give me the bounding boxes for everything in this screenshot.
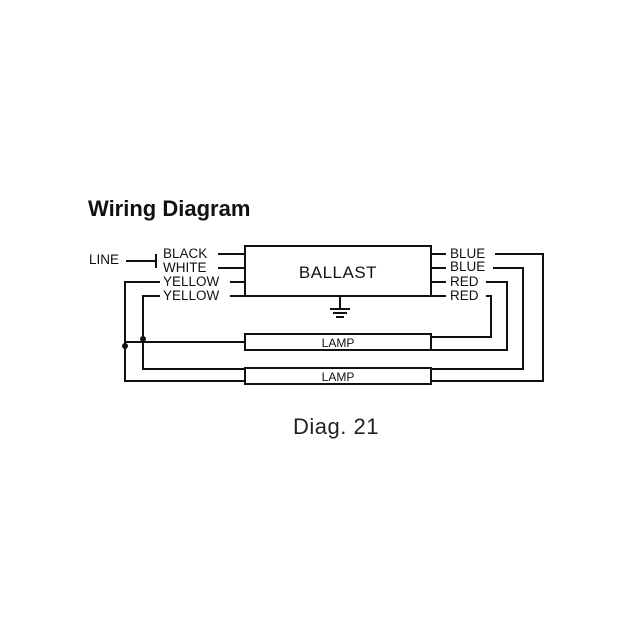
- wire-label-white: WHITE: [163, 260, 207, 275]
- wire-label-blue-2: BLUE: [450, 259, 485, 274]
- diagram-title: Wiring Diagram: [88, 196, 250, 221]
- wire-label-red-1: RED: [450, 274, 479, 289]
- junction-dot-2: [140, 336, 146, 342]
- wire-yellow-1-run: [124, 281, 245, 382]
- diagram-caption: Diag. 21: [293, 414, 379, 439]
- ballast-label: BALLAST: [299, 263, 377, 282]
- wire-blue-1-run: [431, 253, 544, 382]
- wire-label-red-2: RED: [450, 288, 479, 303]
- wire-red-1-run: [431, 281, 508, 351]
- wire-label-blue-1: BLUE: [450, 246, 485, 261]
- ballast-box: [244, 245, 432, 297]
- lamp-1-label: LAMP: [322, 336, 355, 350]
- wire-label-black: BLACK: [163, 246, 207, 261]
- wire-label-yellow-2: YELLOW: [163, 288, 220, 303]
- lamp-2-label: LAMP: [322, 370, 355, 384]
- line-label: LINE: [89, 252, 119, 267]
- wire-blue-2-run: [431, 267, 524, 370]
- ground-icon: [330, 296, 350, 318]
- junction-dot-1: [122, 343, 128, 349]
- wire-yellow-2-run: [142, 295, 245, 370]
- wire-red-2-run: [431, 295, 492, 338]
- line-bracket: [126, 254, 157, 268]
- lamp-2: [244, 367, 432, 385]
- wire-label-yellow-1: YELLOW: [163, 274, 220, 289]
